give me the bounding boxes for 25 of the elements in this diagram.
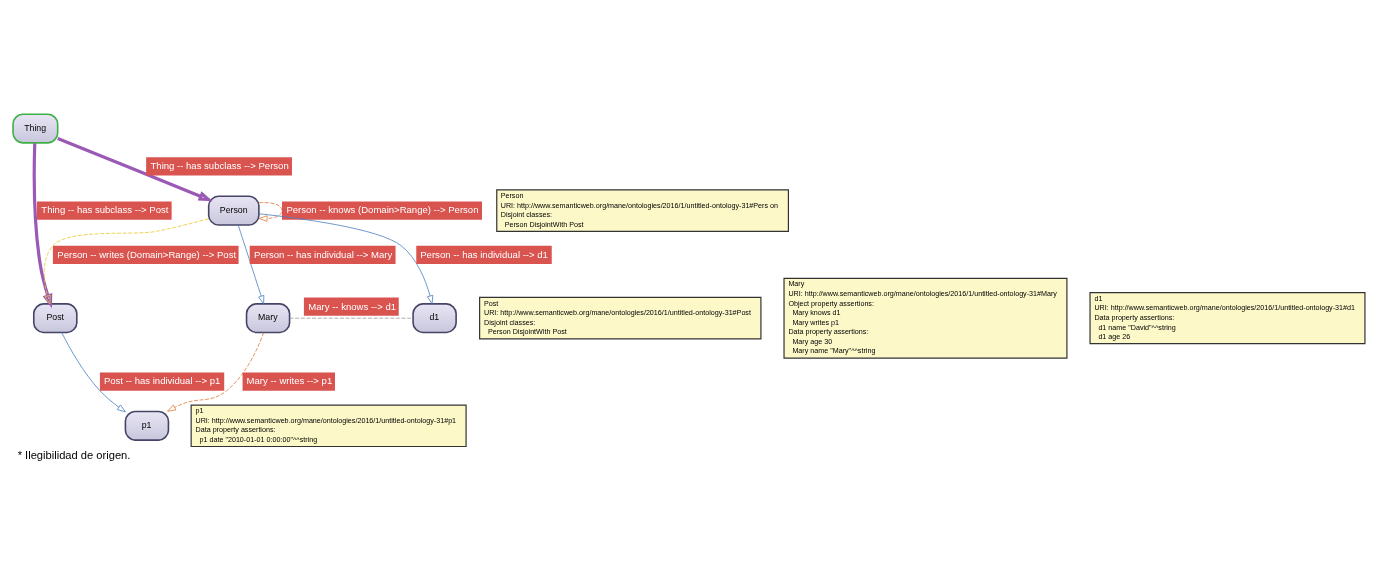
edge-label: Person -- writes (Domain>Range) --> Post <box>57 248 237 260</box>
node-box: d1 <box>412 303 457 334</box>
arrow <box>32 143 53 309</box>
edge-label: Post -- has individual --> p1 <box>103 375 221 387</box>
node-box: Person <box>207 195 260 226</box>
arrow <box>61 332 126 413</box>
arrow <box>237 224 265 305</box>
node-box: p1 <box>124 410 170 441</box>
edge-label: Person -- knows (Domain>Range) --> Person <box>286 204 479 216</box>
node-box: Thing <box>12 113 59 144</box>
arrow <box>57 136 213 202</box>
edge-label: Mary -- knows --> d1 <box>308 300 397 312</box>
arrow <box>258 213 434 305</box>
edge-label: Thing -- has subclass --> Post <box>41 204 169 216</box>
connector <box>289 317 414 319</box>
edge-label: Thing -- has subclass --> Person <box>150 160 289 172</box>
arrow <box>258 202 283 222</box>
arrow <box>43 218 209 305</box>
edge-label: Person -- has individual --> d1 <box>420 248 548 260</box>
arrow <box>167 332 265 412</box>
edge-label: Person -- has individual --> Mary <box>254 248 393 260</box>
node-box: Post <box>32 303 78 334</box>
edge-label: Mary -- writes --> p1 <box>246 375 333 387</box>
node-box: Mary <box>245 303 291 334</box>
caption: * Ilegibilidad de origen. <box>17 448 131 461</box>
